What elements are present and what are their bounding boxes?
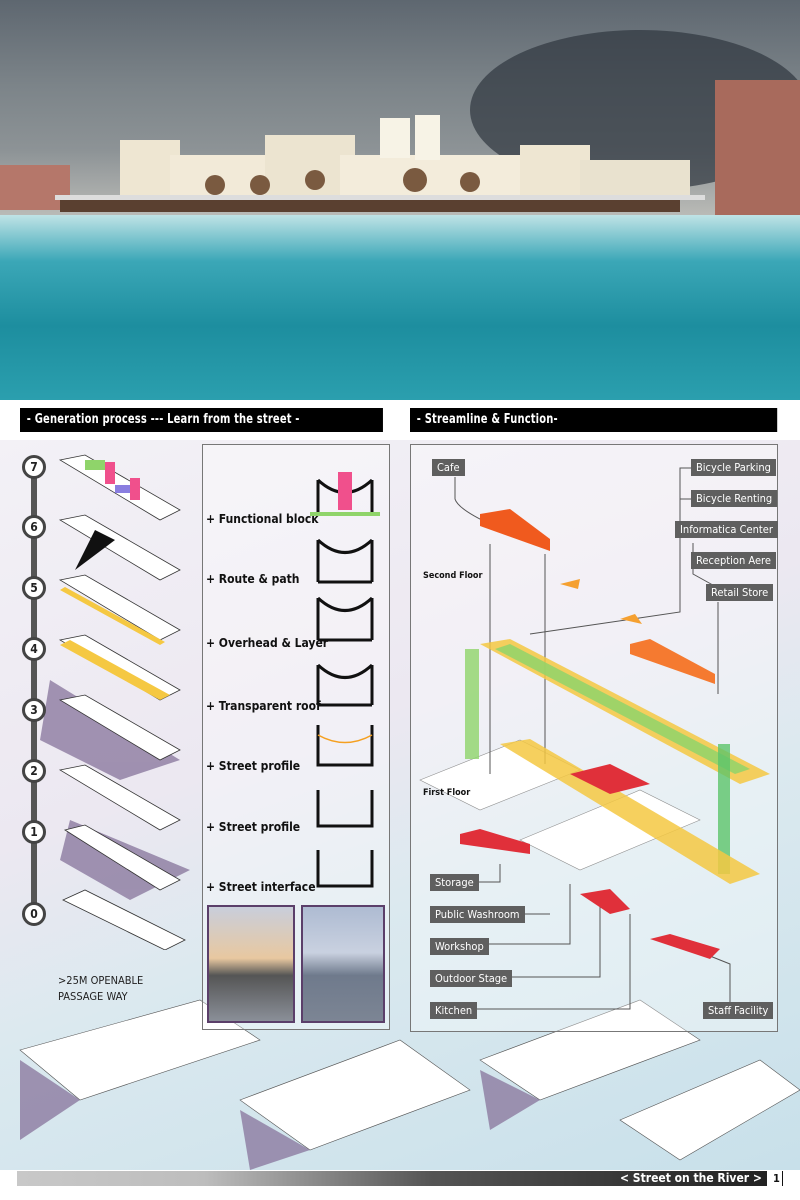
label-street-profile-2: + Street profile bbox=[206, 820, 301, 834]
step-3: 3 bbox=[22, 698, 46, 722]
label-route-path: + Route & path bbox=[206, 572, 300, 586]
tag-kitchen: Kitchen bbox=[430, 1002, 478, 1019]
street-photo-1 bbox=[207, 905, 295, 1023]
step-4: 4 bbox=[22, 637, 46, 661]
tag-workshop: Workshop bbox=[430, 938, 489, 955]
tag-bicycle-parking: Bicycle Parking bbox=[691, 459, 776, 476]
step-0: 0 bbox=[22, 902, 46, 926]
footer-bar bbox=[17, 1171, 767, 1186]
step-2: 2 bbox=[22, 759, 46, 783]
label-functional-block: + Functional block bbox=[206, 512, 319, 526]
second-floor-label: Second Floor bbox=[423, 571, 483, 581]
label-overhead-layer: + Overhead & Layer bbox=[206, 636, 329, 650]
step-1: 1 bbox=[22, 820, 46, 844]
label-street-interface: + Street interface bbox=[206, 880, 316, 894]
tag-staff-facility: Staff Facility bbox=[703, 1002, 774, 1019]
hero-rendering bbox=[0, 0, 800, 400]
tag-cafe: Cafe bbox=[432, 459, 465, 476]
tag-storage: Storage bbox=[430, 874, 479, 891]
massing-evolution-diagrams bbox=[58, 454, 186, 950]
passage-way-annotation: >25M OPENABLE PASSAGE WAY bbox=[58, 973, 143, 1005]
step-6: 6 bbox=[22, 515, 46, 539]
streamline-function-header: - Streamline & Function- bbox=[410, 408, 778, 432]
tag-outdoor-stage: Outdoor Stage bbox=[430, 970, 513, 987]
page-number: 1 bbox=[773, 1171, 783, 1186]
step-5: 5 bbox=[22, 576, 46, 600]
first-floor-label: First Floor bbox=[423, 788, 471, 798]
river-water bbox=[0, 215, 800, 400]
generation-process-header: - Generation process --- Learn from the … bbox=[20, 408, 383, 432]
passage-line-2: PASSAGE WAY bbox=[58, 990, 128, 1003]
tag-retail-store: Retail Store bbox=[706, 584, 774, 601]
waterfront-building-illustration bbox=[0, 30, 800, 215]
passage-line-1: >25M OPENABLE bbox=[58, 974, 144, 987]
timeline-bar bbox=[31, 467, 37, 917]
step-7: 7 bbox=[22, 455, 46, 479]
label-transparent-roof: + Transparent roof bbox=[206, 699, 321, 713]
tag-public-washroom: Public Washroom bbox=[430, 906, 525, 923]
tag-bicycle-renting: Bicycle Renting bbox=[691, 490, 778, 507]
street-section-icons bbox=[310, 472, 380, 888]
tag-informatica-center: Informatica Center bbox=[675, 521, 778, 538]
function-axonometric bbox=[450, 467, 770, 1010]
street-photo-2 bbox=[301, 905, 385, 1023]
label-street-profile-1: + Street profile bbox=[206, 759, 301, 773]
tag-reception: Reception Aere bbox=[691, 552, 776, 569]
footer-title: < Street on the River > bbox=[620, 1171, 762, 1185]
